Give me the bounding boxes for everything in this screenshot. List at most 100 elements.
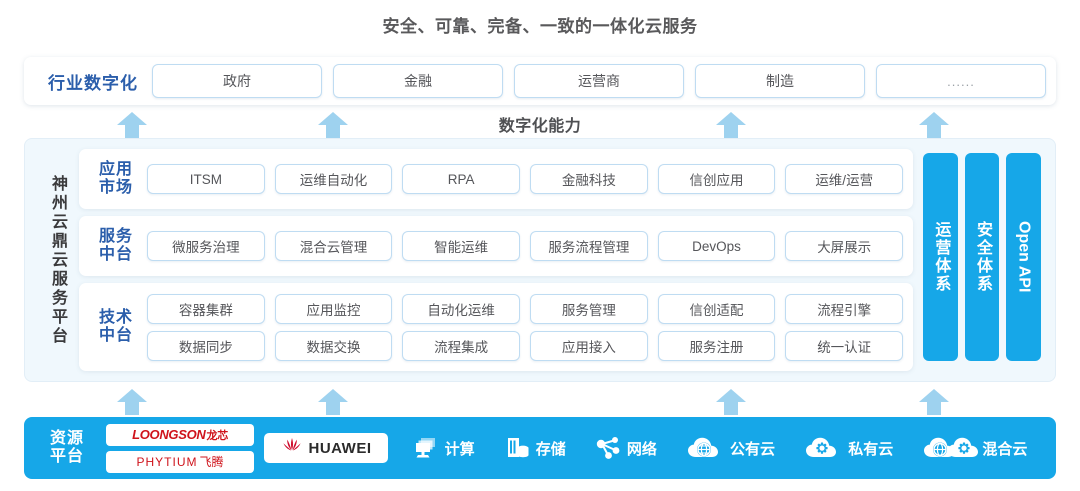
tier-service-middle-platform: 服务 中台 微服务治理 混合云管理 智能运维 服务流程管理 DevOps 大屏展… <box>79 216 913 276</box>
tier-label-line2: 中台 <box>98 246 133 263</box>
page-title: 安全、可靠、完备、一致的一体化云服务 <box>382 17 698 36</box>
industry-cell-government[interactable]: 政府 <box>152 64 322 98</box>
tier-label-service-middle-platform: 服务 中台 <box>85 228 147 264</box>
industry-cell-more[interactable]: ...... <box>876 64 1046 98</box>
resource-item-hybrid-cloud[interactable]: 混合云 <box>922 435 1027 461</box>
logo-loongson[interactable]: LOONGSON龙芯 <box>106 423 254 446</box>
logo-loongson-cn: 龙芯 <box>206 429 229 442</box>
resource-item-label: 公有云 <box>730 440 776 458</box>
chip-devops[interactable]: DevOps <box>657 231 776 261</box>
chip-process-engine[interactable]: 流程引擎 <box>785 293 904 324</box>
chip-hybrid-cloud-management[interactable]: 混合云管理 <box>274 231 393 261</box>
industry-cell-finance[interactable]: 金融 <box>333 64 503 98</box>
tier-row: 数据同步 数据交换 流程集成 应用接入 服务注册 统一认证 <box>147 330 904 361</box>
chip-fintech[interactable]: 金融科技 <box>530 164 648 194</box>
chip-service-management[interactable]: 服务管理 <box>530 293 648 324</box>
cloud-service-platform-panel: 神州云鼎云服务平台 应用 市场 ITSM 运维自动化 RPA 金融科技 信创应用… <box>24 138 1056 382</box>
chip-data-sync[interactable]: 数据同步 <box>147 330 265 361</box>
industry-cell-manufacturing[interactable]: 制造 <box>695 64 865 98</box>
public-cloud-icon <box>686 435 724 461</box>
industry-cell-list: 政府 金融 运营商 制造 ...... <box>152 64 1046 98</box>
chip-microservice-governance[interactable]: 微服务治理 <box>147 231 265 261</box>
arrow-up-icon-1 <box>115 112 149 138</box>
tier-label-technology-middle-platform: 技术 中台 <box>85 309 147 345</box>
huawei-flower-icon <box>281 436 303 461</box>
industry-row-label: 行业数字化 <box>48 73 138 93</box>
resource-item-compute[interactable]: 计算 <box>413 436 475 460</box>
chip-container-cluster[interactable]: 容器集群 <box>147 293 265 324</box>
arrow-up-icon-2 <box>316 112 350 138</box>
resource-item-label: 存储 <box>535 440 566 458</box>
tier-rows-application-market: ITSM 运维自动化 RPA 金融科技 信创应用 运维/运营 <box>147 164 904 194</box>
resource-item-label: 私有云 <box>848 440 894 458</box>
resource-item-label: 网络 <box>626 440 657 458</box>
pillar-security-system[interactable]: 安全体系 <box>964 153 1000 361</box>
chip-itsm[interactable]: ITSM <box>147 164 265 194</box>
chip-application-monitoring[interactable]: 应用监控 <box>274 293 393 324</box>
resource-item-network[interactable]: 网络 <box>595 436 657 460</box>
hybrid-cloud-icon <box>922 435 980 461</box>
tier-row: 微服务治理 混合云管理 智能运维 服务流程管理 DevOps 大屏展示 <box>147 231 904 261</box>
resource-label-line2: 平台 <box>49 448 84 465</box>
platform-body: 应用 市场 ITSM 运维自动化 RPA 金融科技 信创应用 运维/运营 <box>79 149 1042 371</box>
chip-application-access[interactable]: 应用接入 <box>530 330 648 361</box>
tier-label-line2: 市场 <box>98 179 133 196</box>
resource-item-label: 计算 <box>444 440 475 458</box>
tier-label-line1: 技术 <box>98 309 133 327</box>
resource-platform-label: 资源 平台 <box>38 430 96 467</box>
arrow-up-icon-6 <box>316 389 350 415</box>
pillar-operations-system[interactable]: 运营体系 <box>923 153 958 361</box>
resource-item-list: 计算 存储 <box>398 435 1042 461</box>
arrow-up-icon-8 <box>917 389 951 415</box>
chip-ops-automation[interactable]: 运维自动化 <box>274 164 393 194</box>
platform-pillar-list: 运营体系 安全体系 Open API <box>923 149 1042 371</box>
chip-service-process-management[interactable]: 服务流程管理 <box>530 231 648 261</box>
resource-item-private-cloud[interactable]: 私有云 <box>804 435 893 461</box>
logo-huawei[interactable]: HUAWEI <box>264 433 388 463</box>
network-icon <box>595 436 621 460</box>
tier-application-market: 应用 市场 ITSM 运维自动化 RPA 金融科技 信创应用 运维/运营 <box>79 149 913 209</box>
resource-item-label: 混合云 <box>982 440 1028 458</box>
storage-icon <box>504 436 530 460</box>
resource-item-public-cloud[interactable]: 公有云 <box>686 435 775 461</box>
chip-process-integration[interactable]: 流程集成 <box>402 330 521 361</box>
platform-tier-list: 应用 市场 ITSM 运维自动化 RPA 金融科技 信创应用 运维/运营 <box>79 149 913 371</box>
chip-intelligent-ops[interactable]: 智能运维 <box>402 231 521 261</box>
chip-xinchuang-adaptation[interactable]: 信创适配 <box>657 293 776 324</box>
chip-service-registration[interactable]: 服务注册 <box>657 330 776 361</box>
resource-item-storage[interactable]: 存储 <box>504 436 566 460</box>
arrow-up-icon-3 <box>714 112 748 138</box>
logo-phytium-cn: 飞腾 <box>199 455 224 469</box>
chip-automated-ops[interactable]: 自动化运维 <box>402 293 521 324</box>
arrow-up-icon-7 <box>714 389 748 415</box>
chip-xinchuang-app[interactable]: 信创应用 <box>657 164 776 194</box>
platform-vertical-label: 神州云鼎云服务平台 <box>49 174 66 346</box>
industry-cell-operator[interactable]: 运营商 <box>514 64 684 98</box>
logo-phytium-text: PHYTIUM <box>136 455 198 469</box>
tier-rows-service-middle-platform: 微服务治理 混合云管理 智能运维 服务流程管理 DevOps 大屏展示 <box>147 231 904 261</box>
chip-data-exchange[interactable]: 数据交换 <box>274 330 393 361</box>
chip-ops-operations[interactable]: 运维/运营 <box>785 164 904 194</box>
chip-rpa[interactable]: RPA <box>402 164 521 194</box>
industry-digitalization-row: 行业数字化 政府 金融 运营商 制造 ...... <box>24 57 1056 105</box>
tier-label-line1: 服务 <box>98 228 133 246</box>
tier-row: 容器集群 应用监控 自动化运维 服务管理 信创适配 流程引擎 <box>147 293 904 324</box>
arrow-up-icon-5 <box>115 389 149 415</box>
resource-label-line1: 资源 <box>49 429 84 447</box>
pillar-open-api[interactable]: Open API <box>1006 153 1042 361</box>
chip-unified-authentication[interactable]: 统一认证 <box>785 330 904 361</box>
logo-huawei-text: HUAWEI <box>308 439 372 457</box>
chip-big-screen-display[interactable]: 大屏展示 <box>785 231 904 261</box>
tier-row: ITSM 运维自动化 RPA 金融科技 信创应用 运维/运营 <box>147 164 904 194</box>
tier-label-application-market: 应用 市场 <box>85 161 147 197</box>
capability-caption: 数字化能力 <box>498 118 582 135</box>
tier-technology-middle-platform: 技术 中台 容器集群 应用监控 自动化运维 服务管理 信创适配 流程引擎 数据同… <box>79 283 913 371</box>
tier-rows-technology-middle-platform: 容器集群 应用监控 自动化运维 服务管理 信创适配 流程引擎 数据同步 数据交换… <box>147 293 904 361</box>
tier-label-line2: 中台 <box>98 327 133 344</box>
private-cloud-icon <box>804 435 842 461</box>
tier-label-line1: 应用 <box>98 161 133 179</box>
compute-icon <box>413 436 439 460</box>
